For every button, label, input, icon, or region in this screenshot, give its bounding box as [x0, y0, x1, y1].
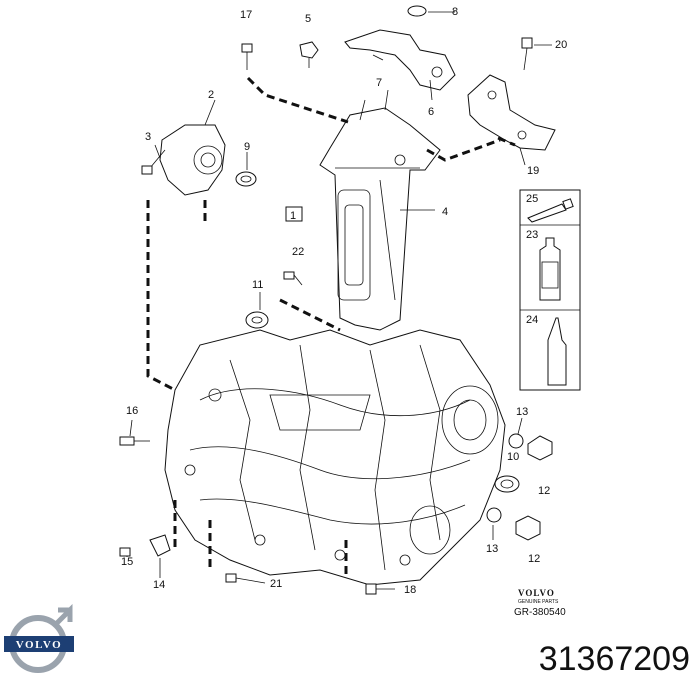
leader-lines [126, 11, 552, 578]
callout-21: 21 [270, 578, 282, 590]
callout-10: 10 [507, 451, 519, 463]
oil-bottle-icon [539, 237, 561, 301]
shift-lever [344, 29, 456, 91]
selector-bracket [467, 74, 556, 151]
callout-13a: 13 [516, 406, 528, 418]
callout-11: 11 [252, 279, 263, 291]
document-brand: VOLVO [518, 588, 555, 598]
document-reference: GR-380540 [514, 607, 566, 618]
callout-19: 19 [527, 165, 539, 177]
callout-1: 1 [290, 210, 296, 222]
callout-17: 17 [240, 9, 252, 21]
gear-selector-housing [319, 89, 441, 331]
callout-15: 15 [121, 556, 133, 568]
callout-25: 25 [526, 193, 538, 205]
consumables-table [519, 189, 581, 391]
callout-7: 7 [376, 77, 382, 89]
actuator-unit [149, 124, 226, 196]
callout-5: 5 [305, 13, 311, 25]
callout-24: 24 [526, 314, 538, 326]
callout-2: 2 [208, 89, 214, 101]
callout-6: 6 [428, 106, 434, 118]
callout-20: 20 [555, 39, 567, 51]
callout-3: 3 [145, 131, 151, 143]
logo-text: VOLVO [16, 639, 62, 651]
grease-applicator-icon [547, 317, 567, 386]
reference-box [285, 206, 303, 222]
callout-13b: 13 [486, 543, 498, 555]
callout-12b: 12 [528, 553, 540, 565]
callout-8: 8 [452, 6, 458, 18]
small-fasteners [119, 5, 553, 595]
callout-4: 4 [442, 206, 448, 218]
gearbox-housing [164, 329, 506, 586]
callout-12a: 12 [538, 485, 550, 497]
callout-labels: 1 2 3 4 5 6 7 8 9 10 11 12 12 13 13 14 1… [121, 6, 567, 596]
callout-23: 23 [526, 229, 538, 241]
dashed-guides [146, 76, 516, 575]
sealant-tube-icon [527, 203, 567, 223]
callout-22: 22 [292, 246, 304, 258]
document-brand-sub: GENUINE PARTS [518, 599, 559, 605]
logo-band [4, 636, 74, 652]
part-number: 31367209 [538, 640, 690, 678]
callout-18: 18 [404, 584, 416, 596]
volvo-logo: VOLVO [4, 604, 74, 673]
callout-16: 16 [126, 405, 138, 417]
callout-9: 9 [244, 141, 250, 153]
callout-14: 14 [153, 579, 165, 591]
